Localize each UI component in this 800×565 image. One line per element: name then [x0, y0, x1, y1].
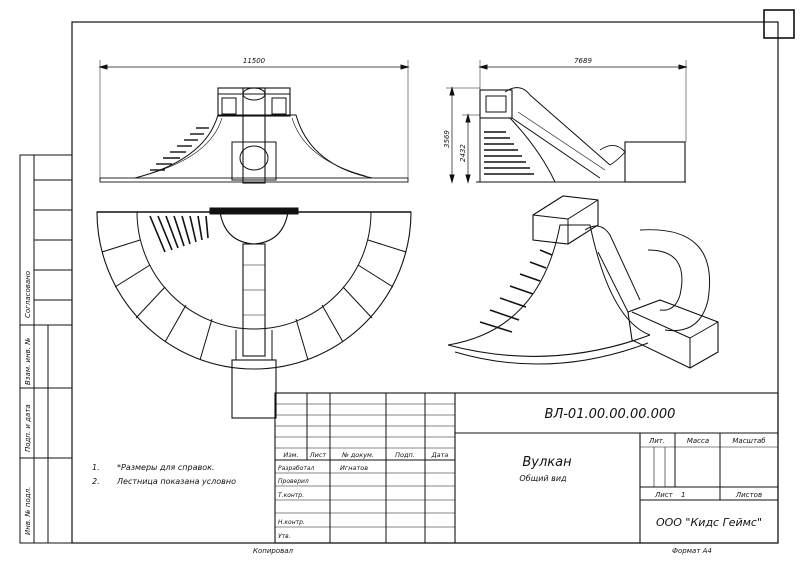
developer-name: Игнатов [340, 464, 368, 472]
role-developer: Разработал [278, 465, 315, 472]
col-list: Лист [309, 451, 327, 459]
col-sign: Подп. [395, 451, 415, 459]
sheet-label: Лист [654, 491, 674, 499]
company-name: ООО "Кидс Геймс" [656, 516, 762, 529]
dim-side-height-deck: 2432 [459, 144, 467, 162]
scale-label: Масштаб [732, 437, 766, 445]
dim-side-width: 7689 [574, 57, 592, 65]
doc-type: Общий вид [519, 474, 567, 483]
mass-label: Масса [687, 437, 709, 445]
side-view [446, 60, 688, 184]
col-date: Дата [431, 451, 449, 459]
note-1-number: 1. [92, 463, 100, 472]
isometric-view [447, 195, 719, 369]
product-name: Вулкан [522, 455, 572, 470]
footer-format: Формат А4 [672, 547, 712, 555]
doc-number: ВЛ-01.00.00.00.000 [545, 407, 676, 422]
role-approved: Утв. [278, 533, 291, 540]
stamp-agreed: Согласовано [24, 271, 32, 318]
dim-side-height-total: 3569 [443, 130, 451, 148]
note-1-text: *Размеры для справок. [117, 463, 214, 472]
lit-label: Лит. [648, 437, 665, 445]
role-checker: Проверил [278, 478, 309, 485]
dim-front-width: 11500 [243, 57, 266, 65]
stamp-sign-date: Подп. и дата [24, 404, 32, 452]
top-view [96, 207, 412, 419]
role-tcontrol: Т.контр. [278, 492, 304, 499]
col-izm: Изм. [283, 451, 298, 459]
front-view [98, 60, 410, 184]
note-2-text: Лестница показана условно [116, 477, 236, 486]
stamp-inv-orig: Инв. № подл. [24, 487, 32, 535]
corner-box [763, 9, 795, 39]
sheets-label: Листов [735, 491, 762, 499]
col-doc: № докум. [341, 451, 374, 459]
note-2-number: 2. [92, 477, 100, 486]
title-block [274, 392, 779, 544]
role-ncontrol: Н.контр. [278, 519, 305, 526]
sheet-number: 1 [681, 491, 685, 499]
footer-copied: Копировал [253, 547, 294, 555]
side-stamp [19, 154, 73, 544]
stamp-replaced-inv: Взам. инв. № [24, 337, 32, 385]
